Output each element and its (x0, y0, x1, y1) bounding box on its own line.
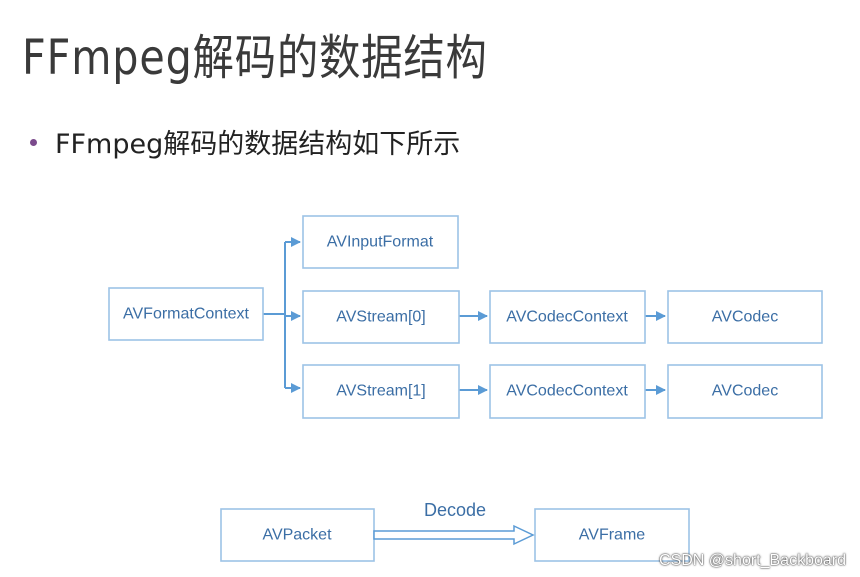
box-avcodeccontext-0: AVCodecContext (489, 290, 646, 344)
bullet-text: FFmpeg解码的数据结构如下所示 (55, 129, 461, 160)
box-label-avcodec-0: AVCodec (712, 309, 778, 326)
box-label-avformatcontext: AVFormatContext (123, 306, 250, 323)
slide-title: FFmpeg解码的数据结构 (22, 30, 488, 86)
box-label-avstream-0: AVStream[0] (336, 309, 426, 326)
box-avcodec-1: AVCodec (667, 364, 823, 419)
box-avcodec-0: AVCodec (667, 290, 823, 344)
decode-label: Decode (424, 500, 486, 520)
decode-arrow-icon (373, 524, 535, 546)
box-label-avinputformat: AVInputFormat (327, 234, 434, 251)
box-label-avpacket: AVPacket (262, 527, 332, 544)
box-avstream-0: AVStream[0] (302, 290, 460, 344)
bullet-point: FFmpeg解码的数据结构如下所示 (30, 122, 460, 161)
box-label-avframe: AVFrame (579, 527, 645, 544)
connector-lines (263, 237, 666, 395)
bullet-dot-icon (30, 139, 37, 146)
box-label-avcodeccontext-1: AVCodecContext (506, 383, 628, 400)
box-avstream-1: AVStream[1] (302, 364, 460, 419)
box-label-avcodec-1: AVCodec (712, 383, 778, 400)
watermark: CSDN @short_Backboard (659, 552, 846, 569)
box-avcodeccontext-1: AVCodecContext (489, 364, 646, 419)
box-avpacket: AVPacket (220, 508, 375, 562)
box-label-avstream-1: AVStream[1] (336, 383, 426, 400)
box-avformatcontext: AVFormatContext (108, 287, 264, 341)
box-avinputformat: AVInputFormat (302, 215, 459, 269)
box-avframe: AVFrame (534, 508, 690, 562)
box-label-avcodeccontext-0: AVCodecContext (506, 309, 628, 326)
trunk-line (263, 242, 286, 388)
